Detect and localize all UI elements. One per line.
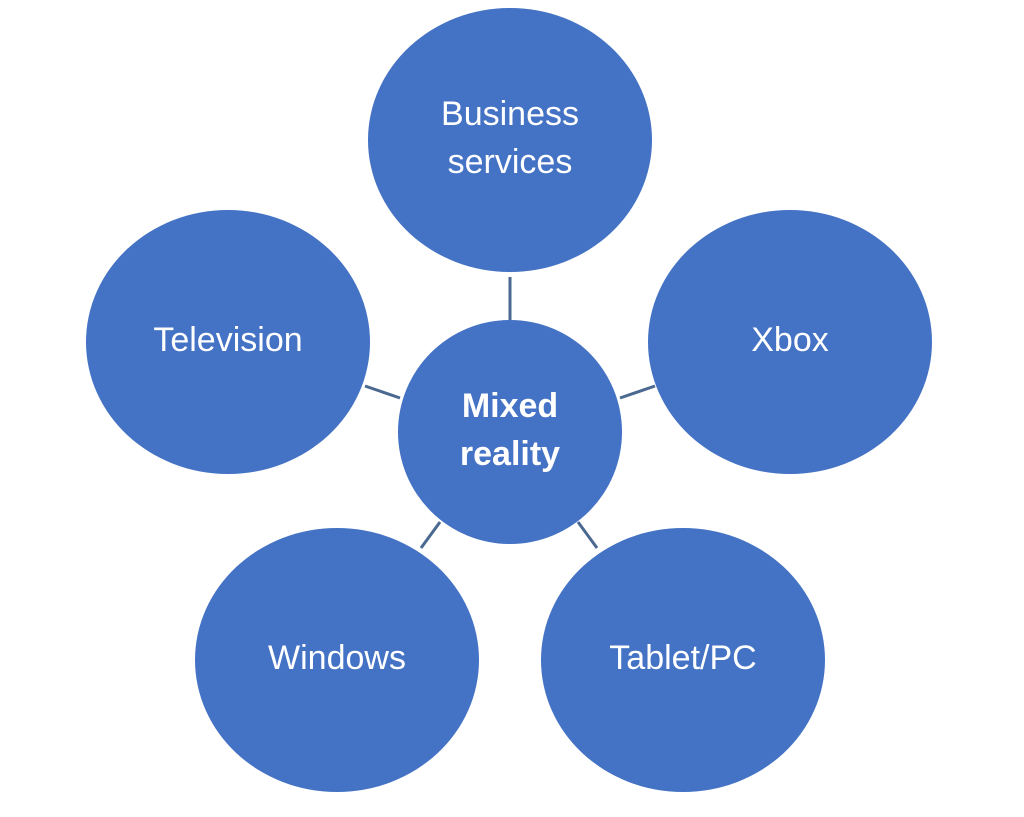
connector-xbox — [619, 384, 656, 400]
node-xbox-label-line-1: Xbox — [751, 321, 829, 359]
connector-windows — [419, 521, 442, 549]
node-windows: Windows — [195, 528, 479, 792]
node-tablet-pc: Tablet/PC — [541, 528, 825, 792]
node-tablet-pc-shape — [541, 528, 825, 792]
node-business-services-label-line-2: services — [448, 143, 573, 181]
node-television: Television — [86, 210, 370, 474]
node-windows-label-line-1: Windows — [268, 639, 406, 677]
node-business-services-label-line-1: Business — [441, 95, 579, 133]
connector-tablet-pc — [576, 521, 599, 549]
node-mixed-reality-shape — [398, 320, 622, 544]
node-mixed-reality-label-line-2: reality — [460, 435, 560, 473]
node-television-shape — [86, 210, 370, 474]
node-windows-shape — [195, 528, 479, 792]
node-business-services-shape — [368, 8, 652, 272]
node-television-label-line-1: Television — [153, 321, 302, 359]
node-mixed-reality-label-line-1: Mixed — [462, 387, 558, 425]
node-xbox: Xbox — [648, 210, 932, 474]
node-tablet-pc-label-line-1: Tablet/PC — [609, 639, 756, 677]
node-business-services: Business services — [368, 8, 652, 272]
connectors — [364, 277, 656, 549]
connector-television — [364, 384, 401, 400]
node-mixed-reality: Mixed reality — [398, 320, 622, 544]
node-xbox-shape — [648, 210, 932, 474]
